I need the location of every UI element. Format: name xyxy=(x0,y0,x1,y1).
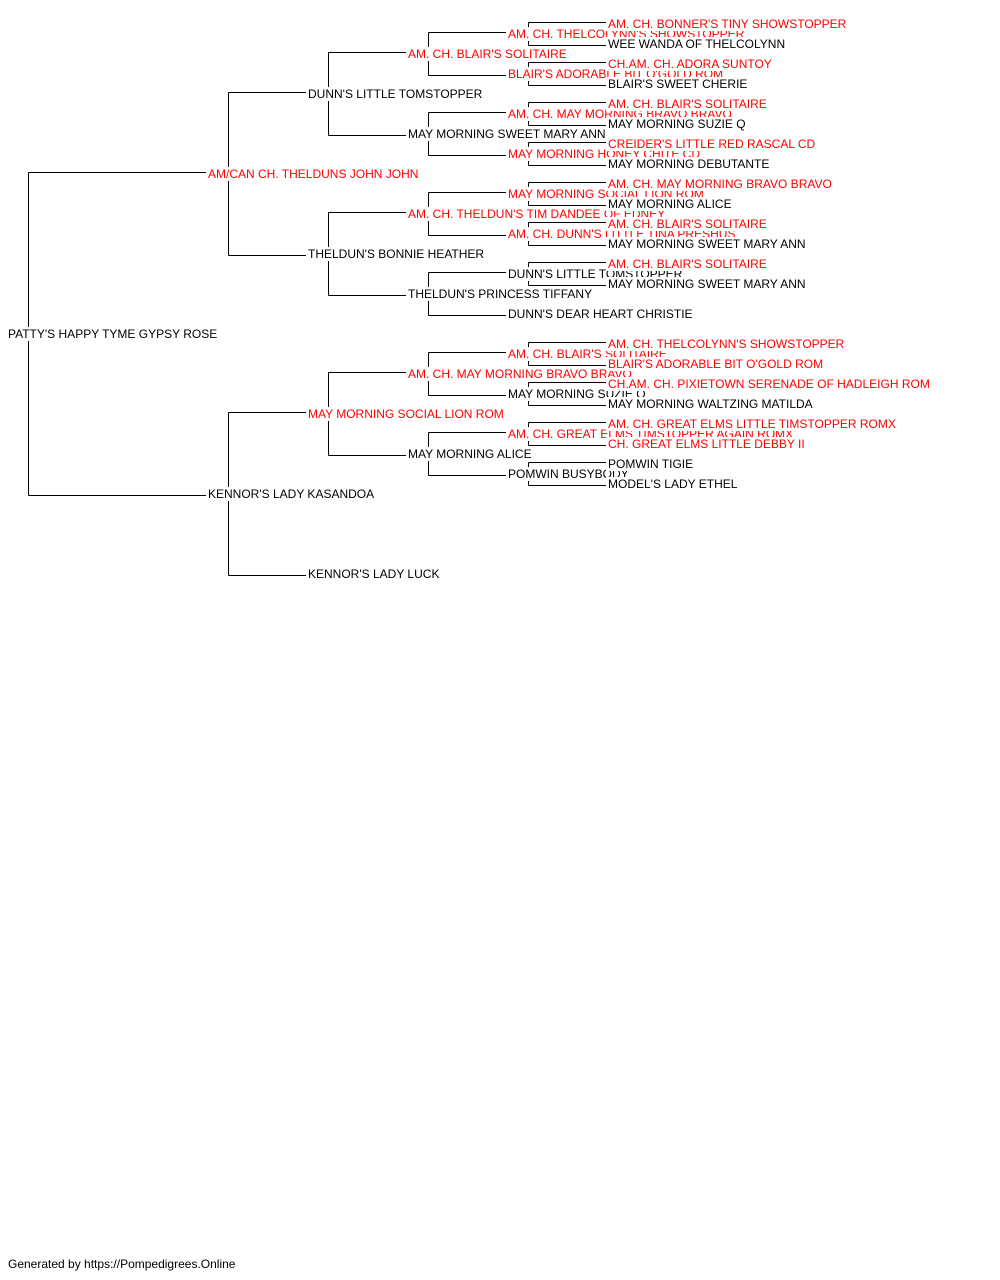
dam-node-gen5: MODEL'S LADY ETHEL xyxy=(606,477,740,491)
dam-node-gen3: MAY MORNING ALICE xyxy=(406,447,534,461)
sire-node-gen5: AM. CH. GREAT ELMS LITTLE TIMSTOPPER ROM… xyxy=(606,417,898,431)
sire-node-gen2: MAY MORNING SOCIAL LION ROM xyxy=(306,407,506,421)
dam-node-gen5: MAY MORNING SWEET MARY ANN xyxy=(606,237,808,251)
dam-node-gen4: POMWIN BUSYBODY xyxy=(506,467,631,481)
dam-node-gen2: KENNOR'S LADY LUCK xyxy=(306,567,442,581)
dam-node-gen5: MAY MORNING WALTZING MATILDA xyxy=(606,397,815,411)
sire-node-gen3: AM. CH. THELDUN'S TIM DANDEE OF EDNEY xyxy=(406,207,668,221)
dam-node-gen5: MAY MORNING SWEET MARY ANN xyxy=(606,277,808,291)
sire-node-gen5: AM. CH. BLAIR'S SOLITAIRE xyxy=(606,257,769,271)
sire-node-gen5: AM. CH. BLAIR'S SOLITAIRE xyxy=(606,217,769,231)
dam-node-gen3: THELDUN'S PRINCESS TIFFANY xyxy=(406,287,595,301)
subject-dog: PATTY'S HAPPY TYME GYPSY ROSE xyxy=(6,327,220,341)
dam-node-gen5: WEE WANDA OF THELCOLYNN xyxy=(606,37,788,51)
dam-node-gen5: MAY MORNING DEBUTANTE xyxy=(606,157,772,171)
dam-node-gen5: BLAIR'S ADORABLE BIT O'GOLD ROM xyxy=(606,357,826,371)
dam-node-gen5: MAY MORNING ALICE xyxy=(606,197,734,211)
dam-node-gen1: KENNOR'S LADY KASANDOA xyxy=(206,487,377,501)
dam-node-gen3: MAY MORNING SWEET MARY ANN xyxy=(406,127,608,141)
sire-node-gen3: AM. CH. MAY MORNING BRAVO BRAVO xyxy=(406,367,634,381)
dam-node-gen4: DUNN'S DEAR HEART CHRISTIE xyxy=(506,307,695,321)
sire-node-gen5: AM. CH. MAY MORNING BRAVO BRAVO xyxy=(606,177,834,191)
sire-node-gen5: CH.AM. CH. ADORA SUNTOY xyxy=(606,57,774,71)
dam-node-gen5: BLAIR'S SWEET CHERIE xyxy=(606,77,750,91)
sire-node-gen5: AM. CH. THELCOLYNN'S SHOWSTOPPER xyxy=(606,337,847,351)
sire-node-gen3: AM. CH. BLAIR'S SOLITAIRE xyxy=(406,47,569,61)
sire-node-gen5: CREIDER'S LITTLE RED RASCAL CD xyxy=(606,137,818,151)
sire-node-gen5: CH.AM. CH. PIXIETOWN SERENADE OF HADLEIG… xyxy=(606,377,932,391)
dam-node-gen5: CH. GREAT ELMS LITTLE DEBBY II xyxy=(606,437,807,451)
dam-node-gen5: MAY MORNING SUZIE Q xyxy=(606,117,748,131)
sire-node-gen1: AM/CAN CH. THELDUNS JOHN JOHN xyxy=(206,167,421,181)
footer-credit: Generated by https://Pompedigrees.Online xyxy=(8,1257,236,1271)
sire-node-gen5: POMWIN TIGIE xyxy=(606,457,696,471)
sire-node-gen5: AM. CH. BLAIR'S SOLITAIRE xyxy=(606,97,769,111)
sire-node-gen2: DUNN'S LITTLE TOMSTOPPER xyxy=(306,87,485,101)
dam-node-gen2: THELDUN'S BONNIE HEATHER xyxy=(306,247,487,261)
sire-node-gen5: AM. CH. BONNER'S TINY SHOWSTOPPER xyxy=(606,17,849,31)
